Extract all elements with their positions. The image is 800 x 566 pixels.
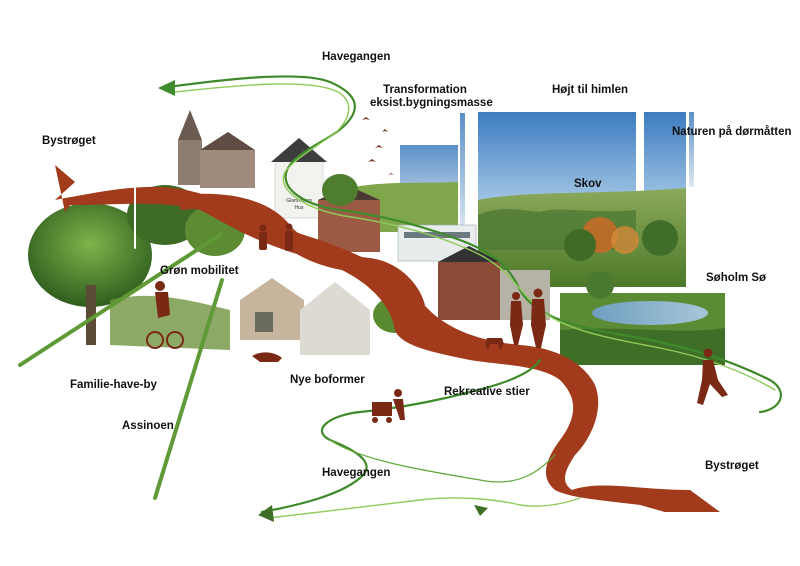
label-familie-have-by: Familie-have-by — [70, 379, 157, 391]
familie-diagonal-line — [18, 233, 222, 367]
havegangen-bottom-line — [260, 358, 542, 514]
people-silhouettes — [146, 117, 728, 423]
label-skov: Skov — [574, 178, 602, 190]
label-havegangen-top: Havegangen — [322, 51, 391, 63]
brick-house — [438, 262, 500, 320]
label-transformation-line1: Transformation — [383, 84, 467, 96]
havegangen-lines — [18, 75, 782, 519]
stroller-silhouette — [372, 389, 405, 423]
church-roof — [200, 132, 255, 150]
assinoen-diagonal-line — [153, 278, 224, 500]
landscape-panels — [340, 112, 694, 287]
couple-silhouette — [510, 288, 546, 348]
new-house-window — [255, 312, 273, 332]
large-tree-crown — [28, 203, 152, 307]
havegangen-bottom-line-light — [267, 497, 581, 519]
sky-strip-narrow — [460, 113, 465, 233]
dog-silhouette — [485, 338, 504, 350]
bystroget-loop — [180, 193, 425, 310]
havegangen-loop — [329, 439, 556, 483]
church-tower — [178, 140, 202, 185]
forest-tree — [564, 229, 596, 261]
label-bystroget-left: Bystrøget — [42, 135, 96, 147]
house-sign-line1: Glamsbjerg — [286, 198, 312, 204]
birds-silhouette — [362, 117, 394, 175]
ground-greenery — [110, 295, 230, 350]
label-nye-boformer: Nye boformer — [290, 374, 365, 386]
church-spire — [178, 110, 202, 140]
hare-silhouette — [252, 352, 282, 362]
label-rekreative-stier: Rekreative stier — [444, 386, 530, 398]
label-bystroget-right: Bystrøget — [705, 460, 759, 472]
lake-tree — [586, 271, 614, 299]
large-tree-trunk — [86, 285, 96, 345]
label-transformation-line2: eksist.bygningsmasse — [370, 97, 493, 109]
church-nave — [200, 150, 255, 188]
house-sign-line2: Hus — [295, 205, 304, 211]
havegangen-bottom-arrowhead-right — [474, 505, 488, 516]
label-gron-mobilitet: Grøn mobilitet — [160, 265, 239, 277]
label-hojt-til-himlen: Højt til himlen — [552, 84, 629, 96]
label-havegangen-bottom: Havegangen — [322, 467, 391, 479]
sky-strip-far-right — [689, 112, 694, 187]
lake-water — [592, 301, 708, 325]
havegangen-bottom-arrowhead — [258, 505, 274, 522]
modern-window-band — [404, 232, 470, 238]
label-assinoen: Assinoen — [122, 420, 174, 432]
new-house-white — [300, 282, 370, 355]
havegangen-top-arrowhead — [158, 80, 175, 96]
hikers-silhouette — [259, 223, 293, 251]
tree — [322, 174, 358, 206]
lake-panel — [560, 271, 725, 365]
cyclist-silhouette — [146, 281, 184, 349]
forest-tree — [642, 220, 678, 256]
lake-hill — [560, 328, 725, 365]
runner-silhouette — [697, 348, 728, 405]
label-soholm-so: Søholm Sø — [706, 272, 767, 284]
autumn-tree — [611, 226, 639, 254]
label-transformation: Transformation eksist.bygningsmasse — [370, 84, 493, 110]
havegangen-top-line-light — [174, 83, 776, 391]
bystroget-path — [55, 165, 720, 512]
label-naturen-pa-dormatten: Naturen på dørmåtten — [672, 126, 792, 138]
white-house-roof — [271, 138, 327, 162]
